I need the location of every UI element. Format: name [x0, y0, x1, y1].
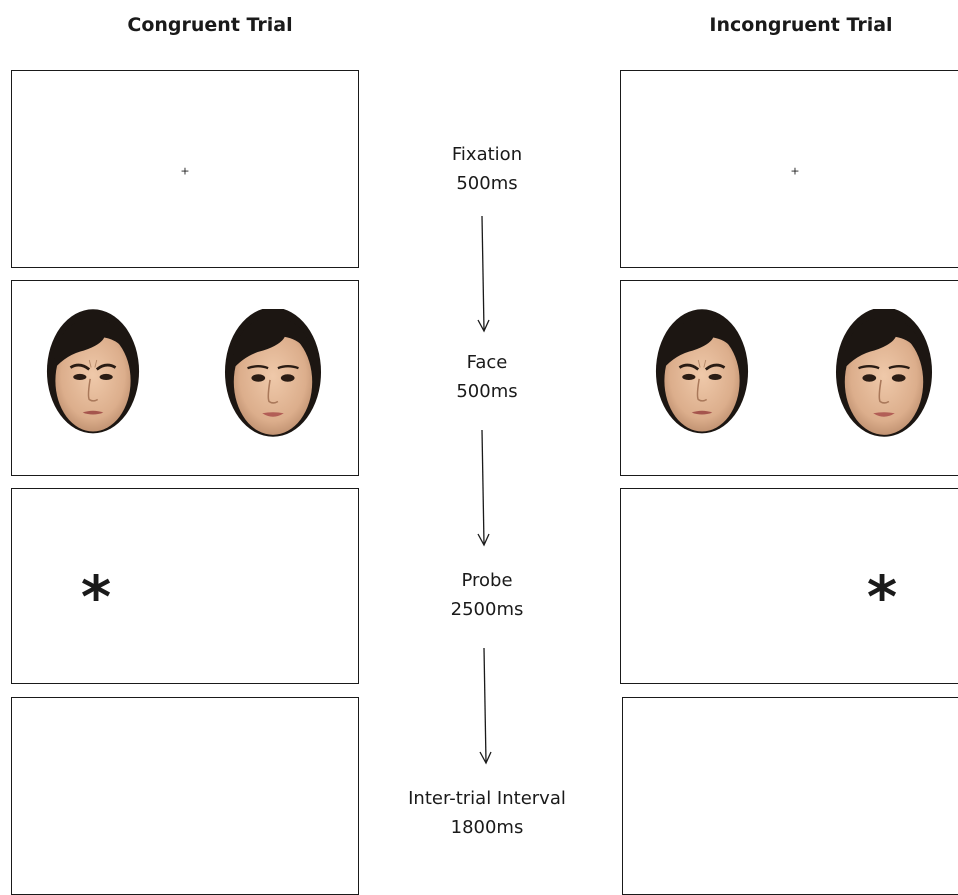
fixation-cross: +: [180, 164, 190, 178]
stage-iti-label: Inter-trial Interval 1800ms: [408, 784, 566, 842]
neutral-face-image: [224, 309, 322, 438]
angry-face-image: [46, 309, 140, 435]
stage-name: Fixation: [451, 144, 523, 165]
stage-name: Face: [466, 352, 508, 373]
incongruent-iti-screen: [622, 697, 958, 895]
congruent-fixation-screen: +: [11, 70, 359, 268]
stage-face-label: Face 500ms: [456, 348, 517, 406]
fixation-cross: +: [790, 164, 800, 178]
angry-face-image: [655, 309, 749, 435]
probe-asterisk: *: [80, 563, 112, 631]
stage-name: Inter-trial Interval: [408, 788, 566, 809]
congruent-trial-title: Congruent Trial: [127, 14, 293, 36]
stage-duration: 1800ms: [450, 817, 524, 838]
neutral-face-image: [835, 309, 933, 438]
incongruent-trial-title: Incongruent Trial: [709, 14, 893, 36]
incongruent-probe-screen: *: [620, 488, 958, 684]
stage-duration: 500ms: [456, 173, 518, 194]
congruent-probe-screen: *: [11, 488, 359, 684]
arrow-down-icon: [479, 647, 492, 765]
probe-asterisk: *: [866, 563, 898, 631]
stage-duration: 2500ms: [450, 599, 524, 620]
incongruent-fixation-screen: +: [620, 70, 958, 268]
stage-name: Probe: [461, 570, 513, 591]
congruent-iti-screen: [11, 697, 359, 895]
arrow-down-icon: [477, 429, 490, 547]
incongruent-face-screen: [620, 280, 958, 476]
stage-duration: 500ms: [456, 381, 518, 402]
stage-fixation-label: Fixation 500ms: [452, 140, 522, 198]
congruent-face-screen: [11, 280, 359, 476]
arrow-down-icon: [477, 215, 490, 333]
stage-probe-label: Probe 2500ms: [451, 566, 524, 624]
